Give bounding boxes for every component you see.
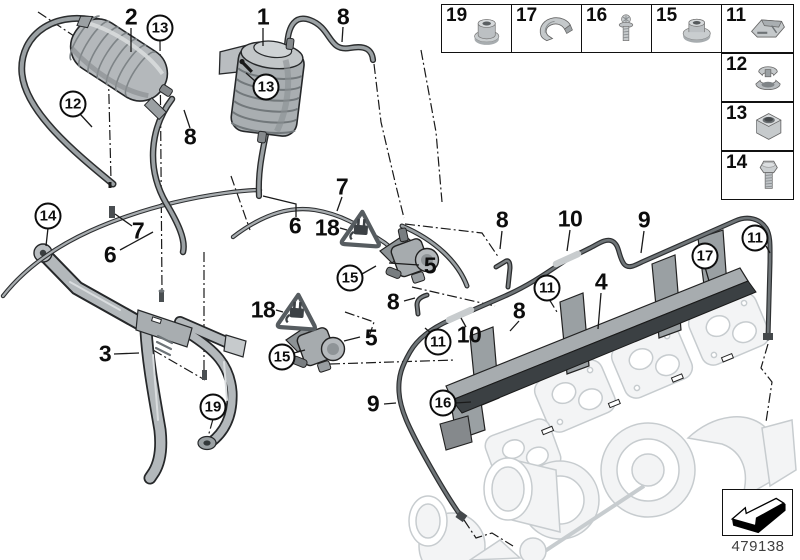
legend-item-16[interactable]: 16 bbox=[581, 4, 652, 53]
hex-bolt-icon bbox=[743, 153, 793, 198]
mounting-bracket bbox=[33, 243, 247, 485]
legend-item-15[interactable]: 15 bbox=[651, 4, 722, 53]
vacuum-hoses bbox=[18, 15, 513, 317]
hose-clamp-icon bbox=[743, 55, 793, 100]
callout-circled-13[interactable]: 13 bbox=[252, 73, 280, 101]
callout-circled-13[interactable]: 13 bbox=[146, 14, 174, 42]
callout-8[interactable]: 8 bbox=[512, 297, 526, 324]
vacuum-reservoir-bellows bbox=[69, 15, 173, 121]
callout-8[interactable]: 8 bbox=[386, 288, 400, 315]
legend-item-number: 13 bbox=[726, 103, 748, 124]
legend-item-number: 14 bbox=[726, 152, 748, 173]
legend-item-11[interactable]: 11 bbox=[721, 4, 794, 53]
callout-3[interactable]: 3 bbox=[98, 340, 112, 367]
callout-circled-15[interactable]: 15 bbox=[336, 264, 364, 292]
cage-clip-icon bbox=[743, 6, 793, 51]
callout-circled-11[interactable]: 11 bbox=[741, 224, 769, 252]
legend-item-12[interactable]: 12 bbox=[721, 53, 794, 102]
legend-item-number: 11 bbox=[726, 5, 747, 26]
callout-circled-14[interactable]: 14 bbox=[34, 202, 62, 230]
callout-circled-17[interactable]: 17 bbox=[691, 242, 719, 270]
vacuum-pipe-9 bbox=[396, 215, 773, 523]
spring-clip-icon bbox=[531, 6, 581, 51]
callout-circled-11[interactable]: 11 bbox=[533, 274, 561, 302]
callout-7[interactable]: 7 bbox=[335, 173, 349, 200]
warning-triangle-plug-icon bbox=[339, 209, 382, 249]
warning-triangle-symbol bbox=[337, 207, 384, 256]
callout-circled-19[interactable]: 19 bbox=[199, 393, 227, 421]
callout-6[interactable]: 6 bbox=[288, 212, 302, 239]
callout-7[interactable]: 7 bbox=[131, 217, 145, 244]
legend-item-number: 12 bbox=[726, 54, 748, 75]
callout-8[interactable]: 8 bbox=[495, 206, 509, 233]
callout-8[interactable]: 8 bbox=[183, 123, 197, 150]
leader-lines bbox=[45, 26, 771, 405]
heat-shield bbox=[439, 229, 757, 451]
legend-item-14[interactable]: 14 bbox=[721, 151, 794, 200]
callout-1[interactable]: 1 bbox=[256, 3, 270, 30]
callout-5[interactable]: 5 bbox=[423, 252, 437, 279]
legend-item-number: 15 bbox=[656, 5, 678, 26]
callout-18[interactable]: 18 bbox=[314, 214, 340, 241]
callout-10[interactable]: 10 bbox=[557, 205, 583, 232]
callout-circled-11[interactable]: 11 bbox=[424, 328, 452, 356]
callout-18[interactable]: 18 bbox=[250, 296, 276, 323]
callout-circled-15[interactable]: 15 bbox=[268, 343, 296, 371]
warning-triangle-symbol bbox=[273, 290, 320, 339]
hex-nut-icon bbox=[743, 104, 793, 149]
flanged-plastic-nut-icon bbox=[461, 6, 511, 51]
legend-item-17[interactable]: 17 bbox=[511, 4, 582, 53]
callout-4[interactable]: 4 bbox=[594, 268, 608, 295]
callout-9[interactable]: 9 bbox=[366, 390, 380, 417]
callout-circled-12[interactable]: 12 bbox=[59, 90, 87, 118]
callout-circled-16[interactable]: 16 bbox=[429, 389, 457, 417]
flange-nut-washer-icon bbox=[671, 6, 721, 51]
pressure-converter-valve-a bbox=[379, 227, 440, 284]
legend-item-number: 19 bbox=[446, 5, 468, 26]
direction-arrow-icon bbox=[730, 497, 786, 534]
callout-6[interactable]: 6 bbox=[103, 241, 117, 268]
callout-5[interactable]: 5 bbox=[364, 324, 378, 351]
legend-item-19[interactable]: 19 bbox=[441, 4, 512, 53]
callout-2[interactable]: 2 bbox=[124, 3, 138, 30]
diagram-part-number: 479138 bbox=[731, 538, 785, 555]
callout-8[interactable]: 8 bbox=[336, 3, 350, 30]
callout-10[interactable]: 10 bbox=[456, 321, 482, 348]
torx-screw-icon bbox=[601, 6, 651, 51]
legend-item-number: 16 bbox=[586, 5, 608, 26]
direction-arrow-box bbox=[722, 489, 793, 536]
warning-triangle-plug-icon bbox=[275, 292, 318, 332]
legend-item-number: 17 bbox=[516, 5, 538, 26]
legend-item-13[interactable]: 13 bbox=[721, 102, 794, 151]
callout-9[interactable]: 9 bbox=[637, 206, 651, 233]
